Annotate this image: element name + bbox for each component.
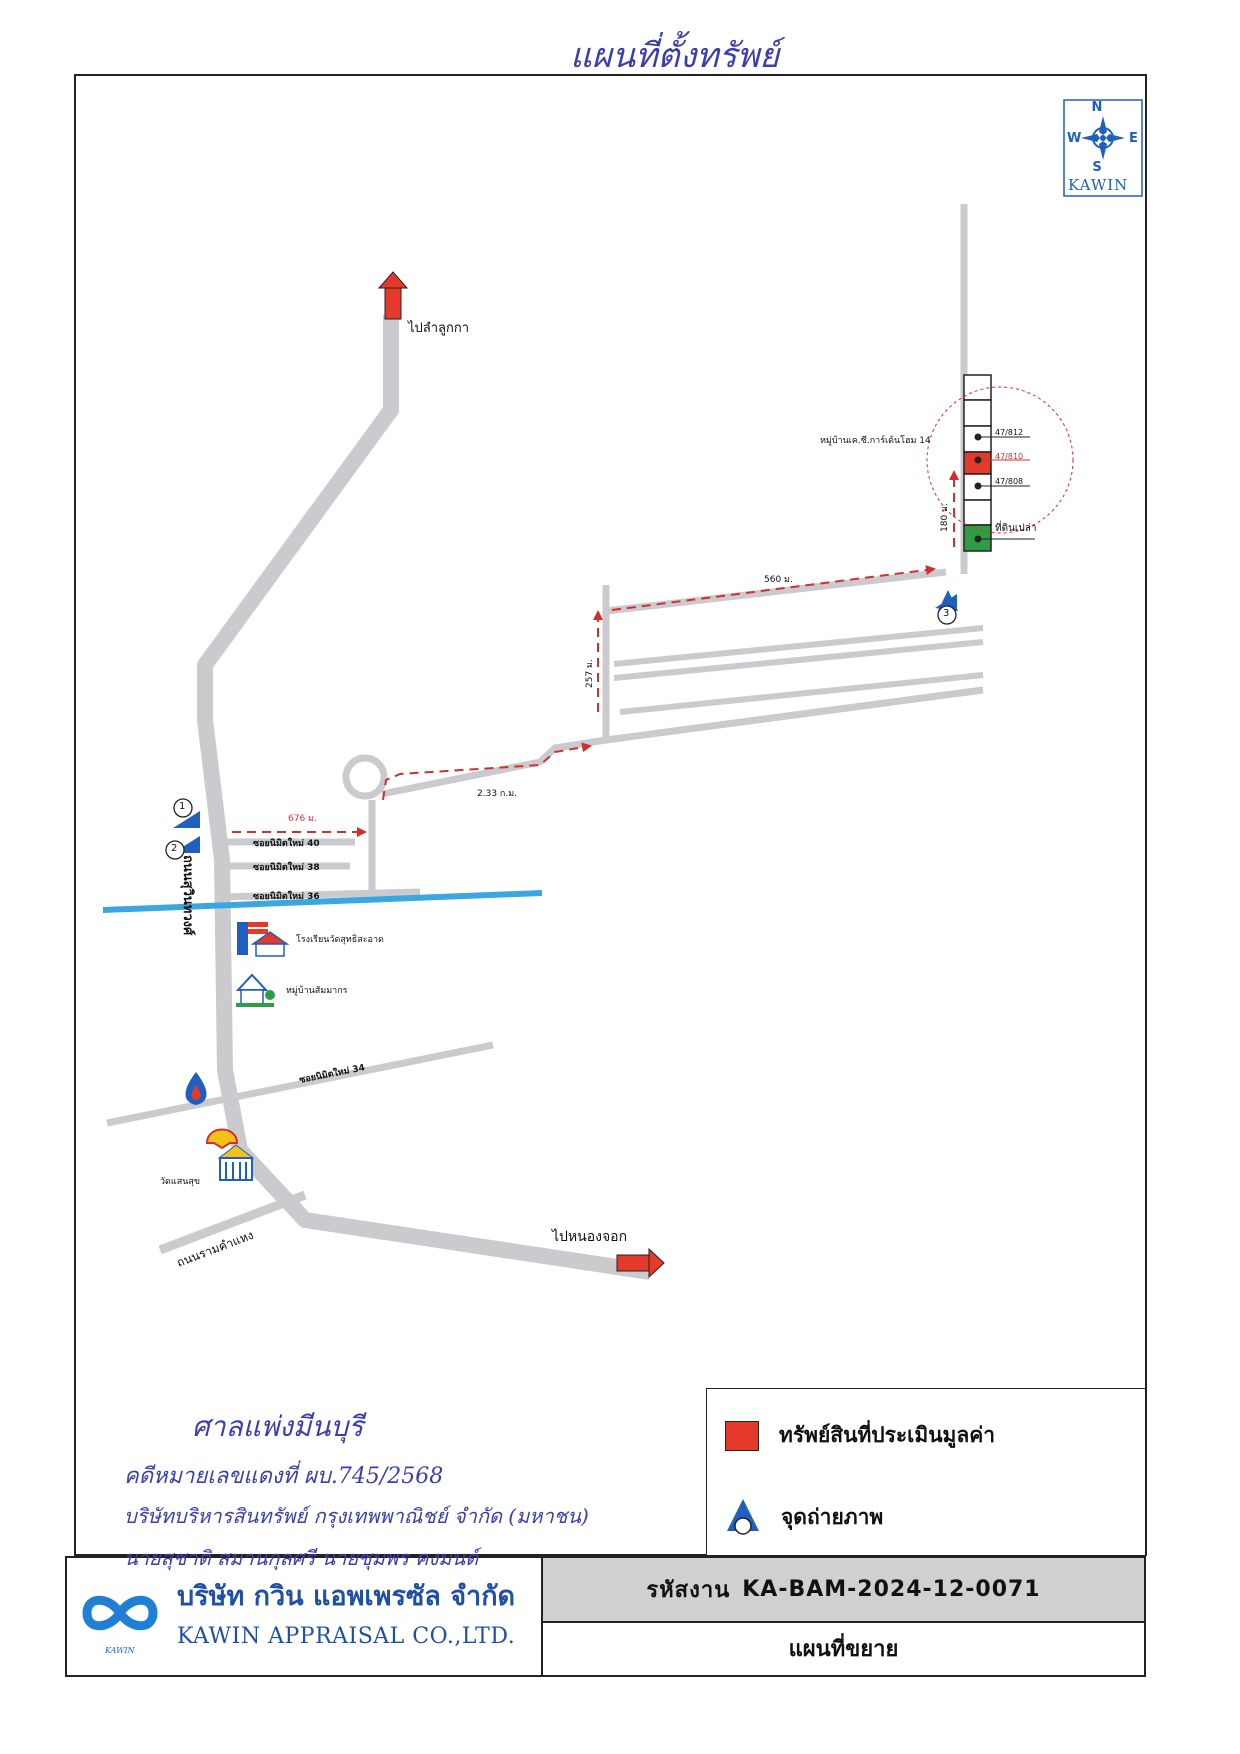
company-name-en: KAWIN APPRAISAL CO.,LTD. xyxy=(177,1624,516,1649)
label-temple: วัดแสนสุข xyxy=(160,1177,200,1187)
plot-label-vacant: ที่ดินเปล่า xyxy=(995,523,1037,534)
canal xyxy=(102,890,543,913)
label-soi36: ซอยนิมิตใหม่ 36 xyxy=(253,892,320,902)
handwritten-officer: นายสุชาติ สมานกุลศรี นายชุมพร คงมนต์ xyxy=(124,1546,479,1570)
photo-point-2-number: 2 xyxy=(171,843,178,854)
label-main-road: ถนนสุวินทวงศ์ xyxy=(180,855,195,936)
legend-photo-label: จุดถ่ายภาพ xyxy=(781,1504,884,1529)
camera-point-icon xyxy=(727,1499,759,1535)
village-icon xyxy=(235,973,275,1007)
label-to-nongchok: ไปหนองจอก xyxy=(552,1229,628,1245)
handwritten-party: บริษัทบริหารสินทรัพย์ กรุงเทพพาณิชย์ จำก… xyxy=(124,1504,589,1528)
soi-mid1 xyxy=(613,625,984,667)
distance-233: 2.33 ก.ม. xyxy=(477,789,518,799)
label-village-sammakorn: หมู่บ้านสัมมากร xyxy=(286,986,348,996)
kawin-logo-icon xyxy=(82,1595,158,1631)
plot-label-812: 47/812 xyxy=(995,428,1024,437)
photo-point-1 xyxy=(173,798,200,828)
photo-point-1-number: 1 xyxy=(179,801,186,812)
plots xyxy=(926,374,1074,552)
compass-n: N xyxy=(1091,100,1103,115)
handwritten-court: ศาลแพ่งมีนบุรี xyxy=(192,1410,364,1443)
legend: ทรัพย์สินที่ประเมินมูลค่า จุดถ่ายภาพ xyxy=(706,1388,1146,1556)
legend-property-label: ทรัพย์สินที่ประเมินมูลค่า xyxy=(779,1423,996,1447)
soi36-road xyxy=(221,888,421,901)
map-frame xyxy=(74,74,1147,1556)
label-soi38: ซอยนิมิตใหม่ 38 xyxy=(253,863,320,873)
photo-point-3 xyxy=(935,590,958,625)
handwritten-case: คดีหมายเลขแดงที่ ผบ.745/2568 xyxy=(124,1464,444,1489)
document-title: แผนที่ขยาย xyxy=(788,1636,899,1662)
roundabout xyxy=(342,754,388,800)
compass-e: E xyxy=(1129,131,1138,146)
label-village-target: หมู่บ้านเค.ซี.การ์เด้นโฮม 14 xyxy=(820,436,931,446)
compass-w: W xyxy=(1067,131,1082,146)
distance-560: 560 ม. xyxy=(764,575,793,585)
roads xyxy=(106,204,984,1280)
soi34-road xyxy=(106,1041,494,1127)
route-path xyxy=(232,470,959,837)
job-code-value: KA-BAM-2024-12-0071 xyxy=(742,1577,1041,1602)
plot-812 xyxy=(963,399,992,427)
compass-brand: KAWIN xyxy=(1068,176,1129,194)
compass-s: S xyxy=(1092,160,1102,175)
plot-806 xyxy=(963,499,992,526)
plot-label-810: 47/810 xyxy=(995,452,1024,461)
soi-mid3 xyxy=(619,672,984,715)
label-school: โรงเรียนวัดสุทธิสะอาด xyxy=(296,935,384,945)
target-circle xyxy=(926,386,1074,534)
arrow-to-lamlukka xyxy=(377,271,409,320)
plot-label-808: 47/808 xyxy=(995,477,1024,486)
main-road xyxy=(197,315,652,1280)
legend-red-swatch xyxy=(725,1420,759,1451)
ptt-gas-station-icon xyxy=(185,1072,207,1105)
road-to-village xyxy=(381,686,984,798)
soi-mid2 xyxy=(613,639,984,681)
temple-icon xyxy=(217,1144,255,1181)
job-code-label: รหัสงาน xyxy=(646,1578,731,1603)
job-code-cell: รหัสงาน KA-BAM-2024-12-0071 xyxy=(543,1558,1144,1623)
distance-257: 257 ม. xyxy=(585,659,595,688)
company-name-th: บริษัท กวิน แอพเพรซัล จำกัด xyxy=(177,1581,516,1612)
legend-row-property: ทรัพย์สินที่ประเมินมูลค่า xyxy=(725,1419,995,1452)
label-soi40: ซอยนิมิตใหม่ 40 xyxy=(253,839,320,849)
photo-point-2 xyxy=(165,836,200,860)
company-block: KAWIN บริษัท กวิน แอพเพรซัล จำกัด KAWIN … xyxy=(67,1558,543,1675)
legend-row-photo: จุดถ่ายภาพ xyxy=(725,1497,883,1537)
plot-top xyxy=(963,374,992,401)
compass-rose xyxy=(1063,99,1143,197)
arrow-to-nongchok xyxy=(616,1247,665,1279)
photo-point-3-number: 3 xyxy=(943,608,950,619)
logo-small-text: KAWIN xyxy=(105,1646,135,1655)
distance-180: 180 ม. xyxy=(940,503,950,532)
distance-676: 676 ม. xyxy=(288,814,317,824)
title-block: KAWIN บริษัท กวิน แอพเพรซัล จำกัด KAWIN … xyxy=(65,1556,1146,1677)
ramkhamhaeng-road xyxy=(158,1190,307,1255)
label-to-lamlukka: ไปลำลูกกา xyxy=(408,321,470,336)
handwritten-title: แผนที่ตั้งทรัพย์ xyxy=(570,36,780,76)
shell-gas-station-icon xyxy=(205,1128,239,1150)
school-icon xyxy=(237,922,290,957)
